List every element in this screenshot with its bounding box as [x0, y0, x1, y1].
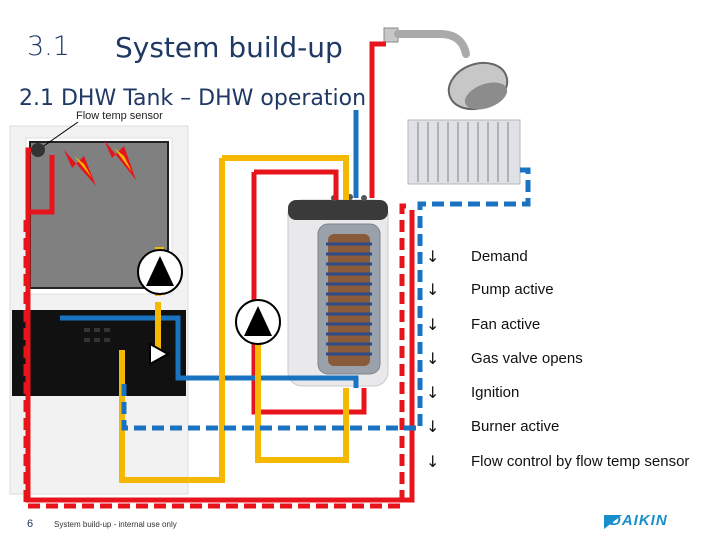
arrow-down-icon: ↓: [426, 382, 440, 402]
page-number: 6: [27, 518, 34, 530]
flame-icon: [64, 150, 96, 186]
daikin-logo-mark: [604, 515, 622, 529]
step-label: Ignition: [471, 383, 520, 401]
flow-temp-sensor-label: Flow temp sensor: [76, 110, 163, 122]
flame-icon: [104, 140, 136, 180]
step-gas-valve-opens: ↓ Gas valve opens: [426, 346, 583, 370]
daikin-logo: DAIKIN: [606, 512, 668, 529]
arrow-down-icon: ↓: [426, 348, 440, 368]
logo-text: DAIKIN: [610, 512, 668, 529]
section-title: System build-up: [115, 31, 343, 64]
section-number: 3.1: [27, 31, 70, 62]
step-fan-active: ↓ Fan active: [426, 312, 540, 336]
radiator-icon: [407, 119, 521, 185]
step-label: Gas valve opens: [471, 349, 583, 367]
arrow-down-icon: ↓: [426, 451, 440, 471]
sensor-dot-icon: [31, 143, 45, 157]
valve-icon: [149, 342, 171, 366]
step-label: Pump active: [471, 280, 554, 298]
slide-subtitle: 2.1 DHW Tank – DHW operation: [19, 86, 367, 111]
arrow-down-icon: ↓: [426, 314, 440, 334]
arrow-down-icon: ↓: [426, 416, 440, 436]
sensor-leader: [37, 121, 79, 151]
step-label: Demand: [471, 247, 528, 265]
footer-text: System build-up - internal use only: [54, 520, 177, 529]
step-ignition: ↓ Ignition: [426, 380, 519, 404]
step-pump-active: ↓ Pump active: [426, 277, 554, 301]
arrow-down-icon: ↓: [426, 279, 440, 299]
step-label: Burner active: [471, 417, 560, 435]
step-flow-control: ↓ Flow control by flow temp sensor: [426, 449, 689, 473]
shower-icon: [383, 27, 509, 111]
arrow-down-icon: ↓: [426, 246, 440, 266]
pump-icon: [137, 249, 183, 295]
pump-icon: [235, 299, 281, 345]
step-demand: ↓ Demand: [426, 244, 528, 268]
step-burner-active: ↓ Burner active: [426, 414, 559, 438]
step-label: Fan active: [471, 315, 541, 333]
dhw-tank: [287, 194, 389, 387]
step-label: Flow control by flow temp sensor: [471, 452, 690, 470]
